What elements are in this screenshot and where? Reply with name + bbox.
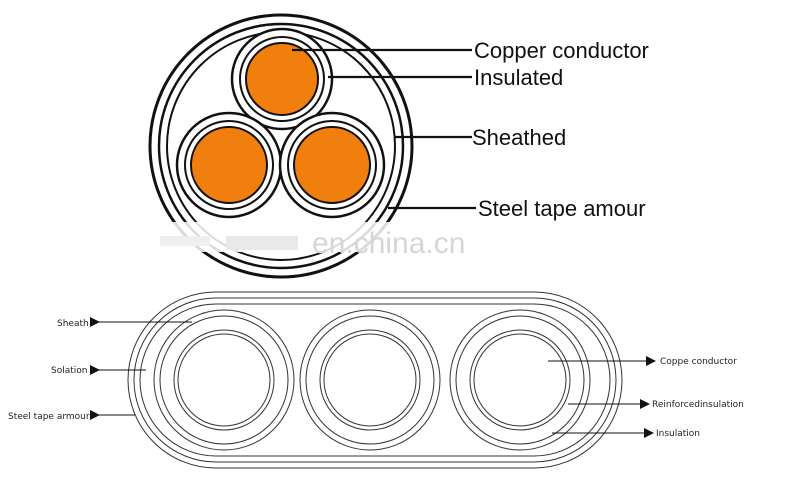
round-cable-cross-section bbox=[148, 13, 414, 279]
outer-sheath-ring bbox=[148, 13, 414, 279]
bottom-right-arrows bbox=[548, 356, 656, 438]
copper-conductor-right bbox=[293, 126, 371, 204]
flat-core-right bbox=[449, 309, 591, 451]
label-copper-conductor: Copper conductor bbox=[474, 38, 649, 63]
core-lower-left bbox=[175, 111, 283, 219]
label-insulated: Insulated bbox=[474, 65, 563, 90]
flat-armour bbox=[133, 297, 617, 463]
flat-inner-sheath bbox=[139, 303, 611, 457]
bottom-left-arrows bbox=[90, 317, 192, 420]
flat-core-left bbox=[153, 309, 295, 451]
top-leader-lines bbox=[292, 48, 476, 210]
label-steel-tape-amour: Steel tape amour bbox=[478, 196, 646, 221]
flat-outer-sheath bbox=[127, 291, 623, 469]
armour-ring bbox=[157, 22, 405, 270]
label-steel-tape-armour: Steel tape armour bbox=[8, 412, 90, 422]
watermark-band: en.china.cn bbox=[110, 222, 530, 260]
label-coppe-conductor: Coppe conductor bbox=[660, 357, 737, 367]
copper-conductor-left bbox=[190, 126, 268, 204]
flat-core-middle bbox=[299, 309, 441, 451]
core-upper bbox=[230, 27, 334, 131]
flat-cable-cross-section bbox=[127, 291, 623, 469]
core-lower-right bbox=[278, 111, 386, 219]
watermark-text: en.china.cn bbox=[312, 227, 465, 260]
label-solation: Solation bbox=[51, 366, 87, 376]
label-insulation: Insulation bbox=[656, 429, 700, 439]
label-reinforced-insulation: Reinforcedinsulation bbox=[652, 400, 744, 410]
label-sheath: Sheath bbox=[57, 319, 89, 329]
copper-conductor-upper bbox=[245, 42, 319, 116]
label-sheathed: Sheathed bbox=[472, 125, 566, 150]
